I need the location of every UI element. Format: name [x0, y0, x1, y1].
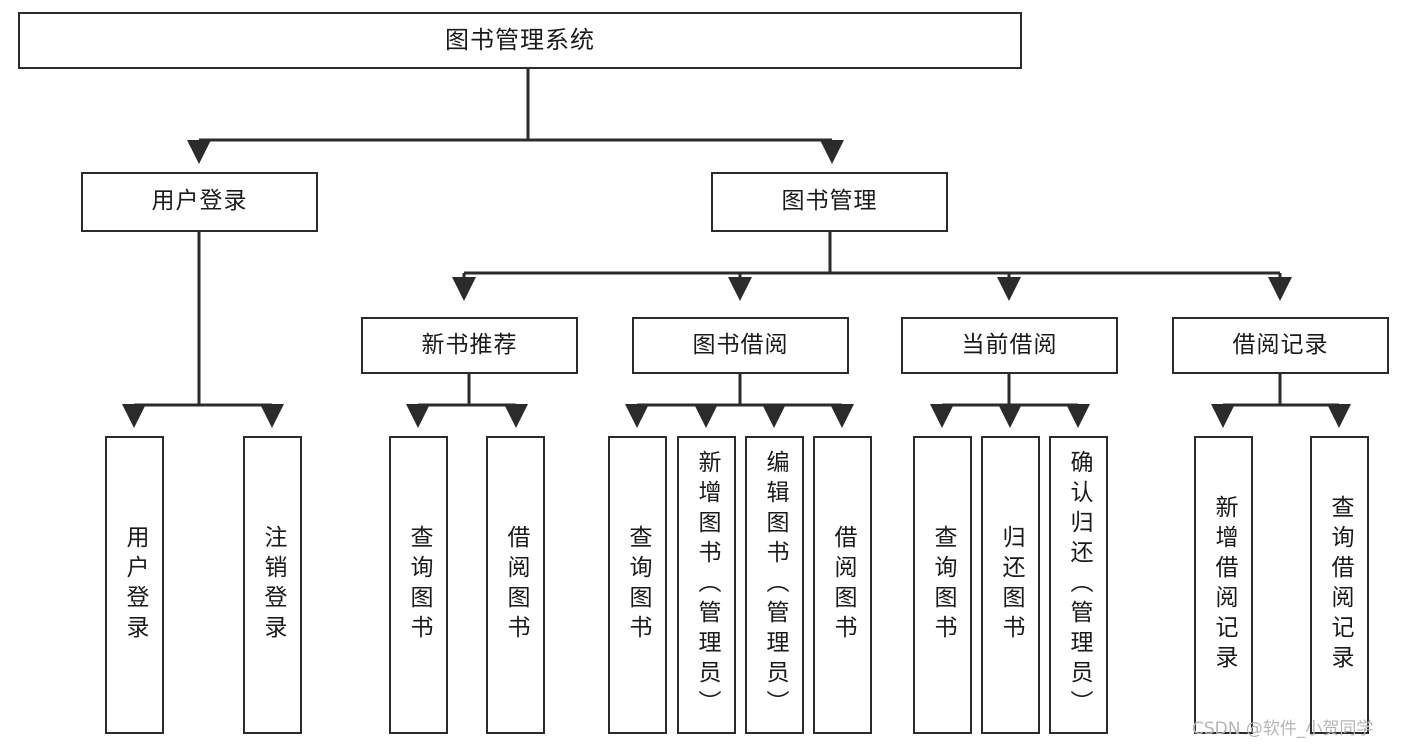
leaf-label-7: 借阅图书	[830, 525, 856, 645]
leaf-box-10[interactable]: 确认归还（管理员）	[1049, 436, 1108, 734]
leaf-box-5[interactable]: 新增图书（管理员）	[677, 436, 736, 734]
root-label-0: 图书管理系统	[445, 26, 595, 55]
leaf-label-9: 归还图书	[998, 525, 1024, 645]
leaf-label-10: 确认归还（管理员）	[1066, 450, 1092, 720]
leaf-box-8[interactable]: 查询图书	[913, 436, 972, 734]
leaf-box-4[interactable]: 查询图书	[608, 436, 667, 734]
level2-label-1: 图书管理	[781, 188, 878, 215]
leaf-label-4: 查询图书	[625, 525, 651, 645]
level3-box-1[interactable]: 图书借阅	[632, 317, 849, 374]
leaf-box-1[interactable]: 注销登录	[243, 436, 302, 734]
level2-label-0: 用户登录	[151, 188, 248, 215]
leaf-box-2[interactable]: 查询图书	[389, 436, 448, 734]
level2-box-1[interactable]: 图书管理	[711, 172, 948, 232]
leaf-label-8: 查询图书	[930, 525, 956, 645]
root-box-0[interactable]: 图书管理系统	[18, 12, 1022, 69]
leaf-label-1: 注销登录	[260, 525, 286, 645]
leaf-label-2: 查询图书	[406, 525, 432, 645]
leaf-label-6: 编辑图书（管理员）	[762, 450, 788, 720]
level3-label-2: 当前借阅	[961, 331, 1058, 358]
level3-label-1: 图书借阅	[692, 331, 789, 358]
leaf-label-5: 新增图书（管理员）	[694, 450, 720, 720]
level3-label-0: 新书推荐	[421, 331, 518, 358]
leaf-box-0[interactable]: 用户登录	[105, 436, 164, 734]
leaf-label-11: 新增借阅记录	[1211, 495, 1237, 675]
leaf-label-0: 用户登录	[122, 525, 148, 645]
leaf-label-12: 查询借阅记录	[1327, 495, 1353, 675]
level3-label-3: 借阅记录	[1232, 331, 1329, 358]
csdn-watermark: CSDN @软件_小贺同学	[1192, 719, 1374, 739]
leaf-box-11[interactable]: 新增借阅记录	[1194, 436, 1253, 734]
level3-box-2[interactable]: 当前借阅	[901, 317, 1118, 374]
level3-box-3[interactable]: 借阅记录	[1172, 317, 1389, 374]
leaf-box-12[interactable]: 查询借阅记录	[1310, 436, 1369, 734]
leaf-box-3[interactable]: 借阅图书	[486, 436, 545, 734]
leaf-box-6[interactable]: 编辑图书（管理员）	[745, 436, 804, 734]
leaf-box-9[interactable]: 归还图书	[981, 436, 1040, 734]
level2-box-0[interactable]: 用户登录	[81, 172, 318, 232]
leaf-box-7[interactable]: 借阅图书	[813, 436, 872, 734]
level3-box-0[interactable]: 新书推荐	[361, 317, 578, 374]
leaf-label-3: 借阅图书	[503, 525, 529, 645]
